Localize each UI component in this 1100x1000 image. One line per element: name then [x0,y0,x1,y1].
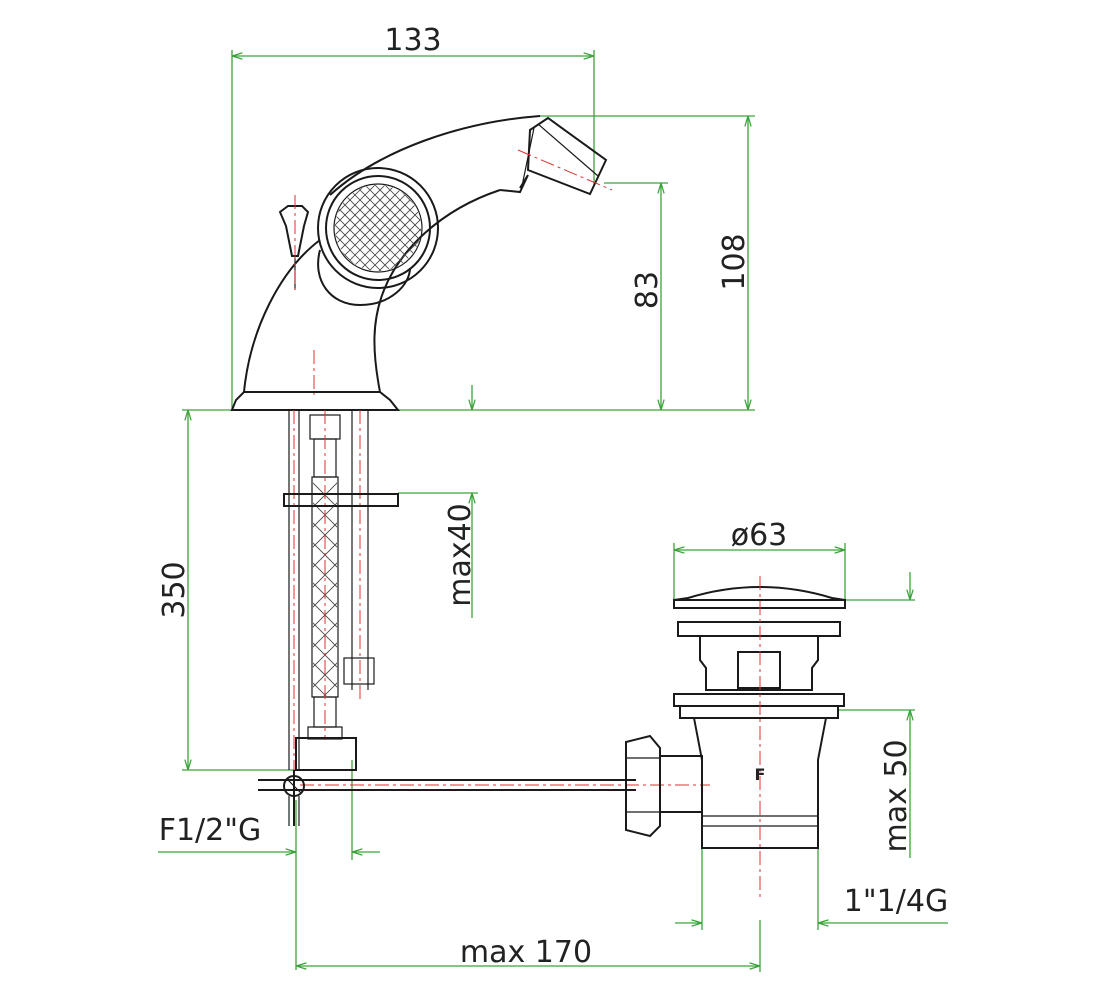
mixer-body [230,115,613,411]
dim-deck-thickness-label: max40 [443,503,478,607]
dim-height-total-label: 108 [717,233,752,290]
waste-assembly: F [625,576,846,900]
waste-mark-label: F [755,765,766,784]
shank-assembly [258,410,710,826]
dim-rod-length-label: max 170 [460,935,592,970]
dim-waste-height-label: max 50 [879,739,914,852]
dimension-labels: 133 108 83 350 max40 ø63 max 50 F1/2"G 1… [157,23,948,970]
dim-width-label: 133 [384,23,441,58]
dim-waste-thread-label: 1"1/4G [844,884,948,919]
dim-spout-height-label: 83 [630,271,665,309]
dimension-lines [158,50,948,972]
dim-inlet-thread-label: F1/2"G [159,813,262,848]
dim-shank-length-label: 350 [157,561,192,618]
dim-waste-diameter-label: ø63 [731,518,788,553]
